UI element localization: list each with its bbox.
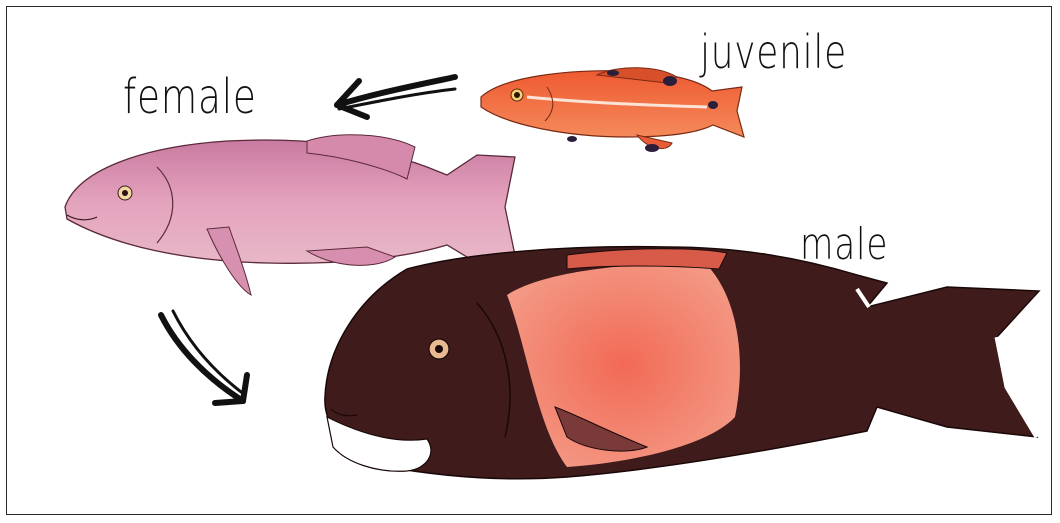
- juvenile-fish: [481, 68, 744, 152]
- arrow-juvenile-to-female: [337, 77, 455, 117]
- label-juvenile: juvenile: [700, 25, 847, 79]
- illustration-frame: juvenile female male: [6, 6, 1052, 515]
- label-male: male: [800, 219, 888, 270]
- label-female: female: [123, 69, 257, 125]
- arrow-female-to-male: [161, 311, 247, 403]
- male-fish: [325, 247, 1039, 479]
